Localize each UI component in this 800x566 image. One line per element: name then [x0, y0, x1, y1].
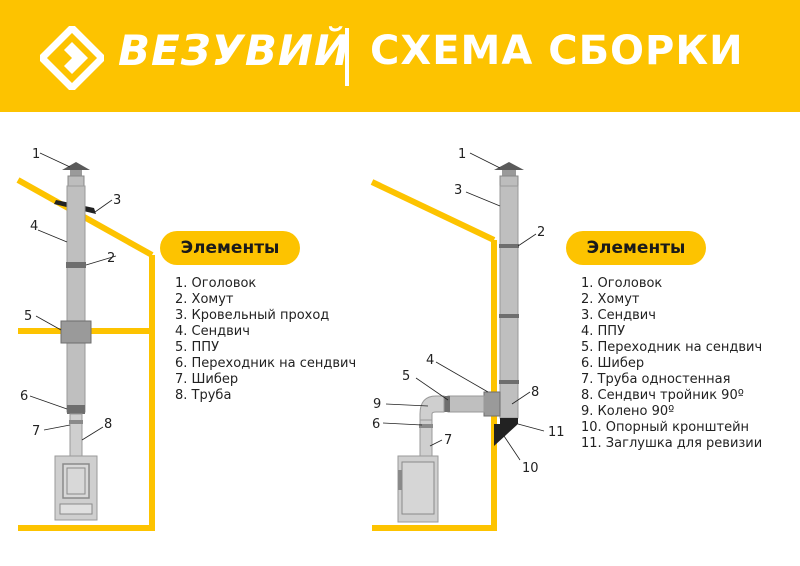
- right-callout-3: 3: [454, 183, 462, 198]
- right-callout-labels: 1 2 3 4 5 9 6 7 8 10 11: [372, 147, 565, 476]
- right-bracket: [494, 424, 518, 446]
- list-item: 6. Переходник на сендвич: [175, 356, 357, 371]
- list-item: 5. ППУ: [175, 340, 220, 355]
- right-cap: [494, 162, 524, 170]
- left-callout-3: 3: [113, 193, 121, 208]
- list-item: 2. Хомут: [581, 292, 640, 307]
- left-chimney: [54, 162, 98, 521]
- list-item: 3. Сендвич: [581, 308, 656, 323]
- list-item: 6. Шибер: [581, 356, 645, 371]
- right-elements-list: 1. Оголовок 2. Хомут 3. Сендвич 4. ППУ 5…: [581, 276, 762, 452]
- left-callout-8: 8: [104, 417, 112, 432]
- list-item: 1. Оголовок: [175, 276, 257, 291]
- left-callout-4: 4: [30, 219, 38, 234]
- right-chimney: [397, 162, 524, 523]
- right-callout-11: 11: [548, 425, 565, 440]
- left-cap: [62, 162, 90, 170]
- right-elements-heading: Элементы: [566, 231, 706, 265]
- list-item: 9. Колено 90º: [581, 404, 675, 419]
- left-callout-5: 5: [24, 309, 32, 324]
- header-divider: [345, 28, 349, 86]
- list-item: 7. Шибер: [175, 372, 239, 387]
- list-item: 3. Кровельный проход: [175, 308, 330, 323]
- left-callout-7: 7: [32, 424, 40, 439]
- left-callout-2: 2: [107, 251, 115, 266]
- list-item: 7. Труба одностенная: [581, 372, 731, 387]
- left-callouts: [29, 152, 117, 441]
- right-callout-7: 7: [444, 433, 452, 448]
- right-callout-2: 2: [537, 225, 545, 240]
- left-callout-labels: 1 2 3 4 5 6 7 8: [20, 147, 121, 439]
- list-item: 11. Заглушка для ревизии: [581, 436, 763, 451]
- right-callout-5: 5: [402, 369, 410, 384]
- right-callout-9: 9: [373, 397, 381, 412]
- right-callout-6: 6: [372, 417, 380, 432]
- header-banner: ВЕЗУВИЙ СХЕМА СБОРКИ: [0, 0, 800, 112]
- list-item: 10. Опорный кронштейн: [581, 420, 750, 435]
- list-item: 1. Оголовок: [581, 276, 663, 291]
- vezuviy-logo-icon: [40, 26, 104, 90]
- list-item: 2. Хомут: [175, 292, 234, 307]
- right-callout-1: 1: [458, 147, 466, 162]
- left-elements-list: 1. Оголовок 2. Хомут 3. Кровельный прохо…: [175, 276, 356, 404]
- left-callout-1: 1: [32, 147, 40, 162]
- right-elbow: [419, 395, 445, 421]
- right-callout-10: 10: [522, 461, 539, 476]
- list-item: 8. Труба: [175, 388, 232, 403]
- left-elements-heading: Элементы: [160, 231, 300, 265]
- list-item: 5. Переходник на сендвич: [581, 340, 763, 355]
- left-callout-6: 6: [20, 389, 28, 404]
- right-callout-8: 8: [531, 385, 539, 400]
- list-item: 4. ППУ: [581, 324, 626, 339]
- list-item: 8. Сендвич тройник 90º: [581, 388, 744, 403]
- page-title: СХЕМА СБОРКИ: [370, 28, 744, 74]
- list-item: 4. Сендвич: [175, 324, 250, 339]
- right-building: [370, 179, 497, 531]
- right-callouts: [382, 152, 545, 461]
- left-ppu: [60, 320, 92, 344]
- right-callout-4: 4: [426, 353, 434, 368]
- brand-name: ВЕЗУВИЙ: [118, 26, 351, 75]
